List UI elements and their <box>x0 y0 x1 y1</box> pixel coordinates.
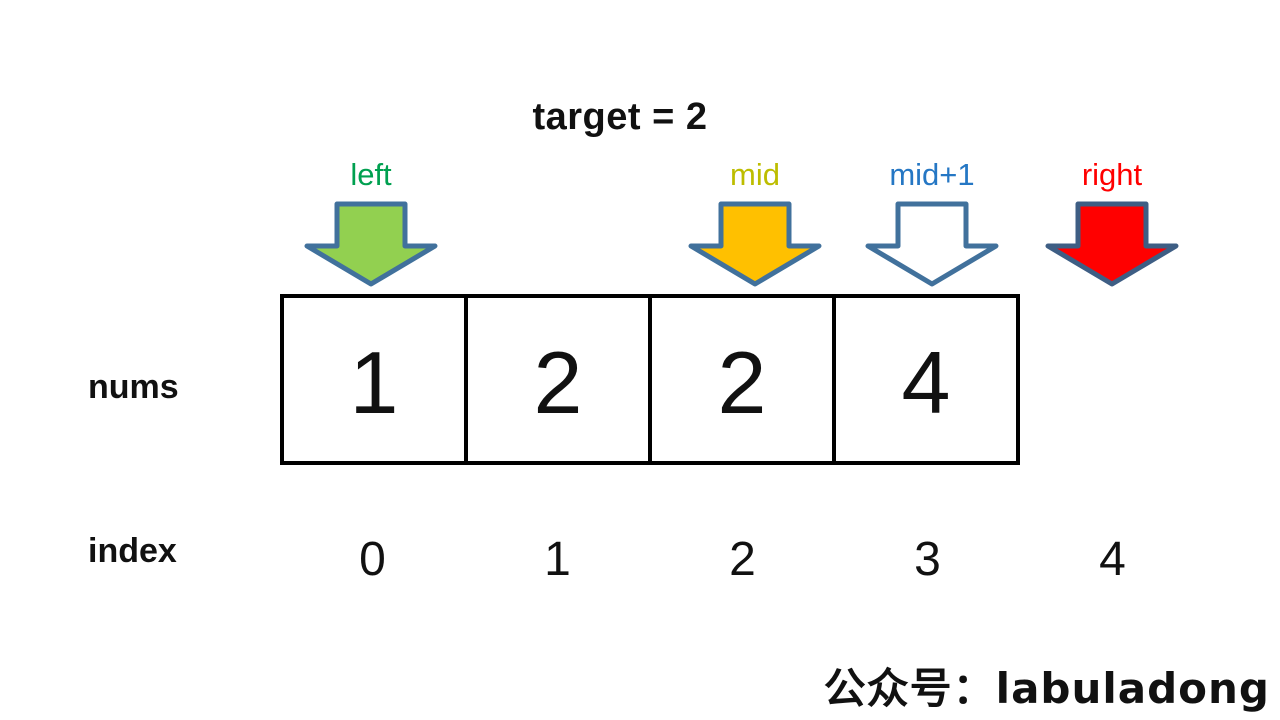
index-row: 0 1 2 3 4 <box>280 532 1205 588</box>
index-value: 4 <box>1099 533 1126 586</box>
index-value: 3 <box>914 533 941 586</box>
down-arrow-icon <box>688 201 822 287</box>
index-value: 0 <box>359 533 386 586</box>
pointer-left: left <box>301 156 441 288</box>
pointer-mid-plus-1-label: mid+1 <box>889 157 975 192</box>
pointer-right-label: right <box>1081 157 1143 192</box>
down-arrow-icon <box>865 201 999 287</box>
array-cell: 4 <box>901 332 951 432</box>
array-cell: 2 <box>652 298 836 461</box>
array-cell: 1 <box>284 298 468 461</box>
down-arrow-icon <box>1045 201 1179 287</box>
nums-label: nums <box>88 368 179 406</box>
pointer-mid: mid <box>685 156 825 288</box>
pointer-mid-plus-1: mid+1 <box>862 156 1002 288</box>
nums-array: 1 2 2 4 <box>280 294 1020 465</box>
diagram-title: target = 2 <box>532 96 708 138</box>
index-label: index <box>88 532 177 570</box>
index-value: 2 <box>729 533 756 586</box>
pointer-left-label: left <box>350 157 392 192</box>
pointer-mid-label: mid <box>730 157 780 192</box>
array-cell: 2 <box>468 298 652 461</box>
pointer-right: right <box>1042 156 1182 288</box>
down-arrow-icon <box>304 201 438 287</box>
index-value: 1 <box>544 533 571 586</box>
watermark: 公众号：labuladong <box>823 664 1270 713</box>
